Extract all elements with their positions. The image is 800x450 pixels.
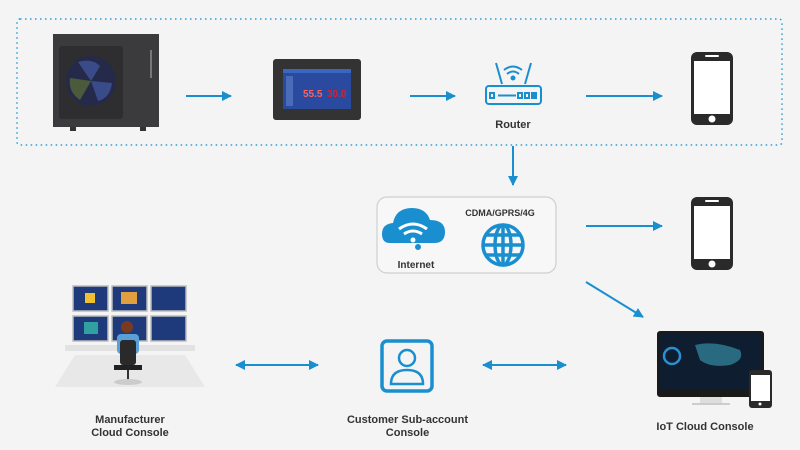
customer-label-line1: Customer Sub-account xyxy=(346,414,468,426)
network-type-label: CDMA/GPRS/4G xyxy=(465,208,535,218)
heat-pump-unit xyxy=(53,34,159,131)
controller-display-1: 55.5 xyxy=(303,89,323,100)
smartphone-icon xyxy=(691,197,733,270)
customer-label-line2: Console xyxy=(385,427,430,439)
operator-monitors xyxy=(55,285,205,387)
arrow-internet-to-iot xyxy=(585,281,644,318)
desktop-with-phone xyxy=(657,331,772,408)
manufacturer-label-line1: Manufacturer xyxy=(95,414,165,426)
user-account-icon xyxy=(380,339,434,393)
router-icon xyxy=(485,62,542,105)
manufacturer-console-label: Manufacturer Cloud Console xyxy=(60,414,200,440)
globe-icon xyxy=(481,223,525,267)
iot-console-label: IoT Cloud Console xyxy=(656,421,754,433)
internet-label: Internet xyxy=(397,260,435,271)
controller-display-2: 30.0 xyxy=(327,89,347,100)
router-label: Router xyxy=(495,119,531,131)
customer-console-label: Customer Sub-account Console xyxy=(330,414,485,440)
manufacturer-label-line2: Cloud Console xyxy=(91,427,169,439)
cloud-wifi-icon xyxy=(382,208,445,250)
touch-controller: 55.5 30.0 xyxy=(273,59,361,120)
smartphone-icon xyxy=(691,52,733,125)
